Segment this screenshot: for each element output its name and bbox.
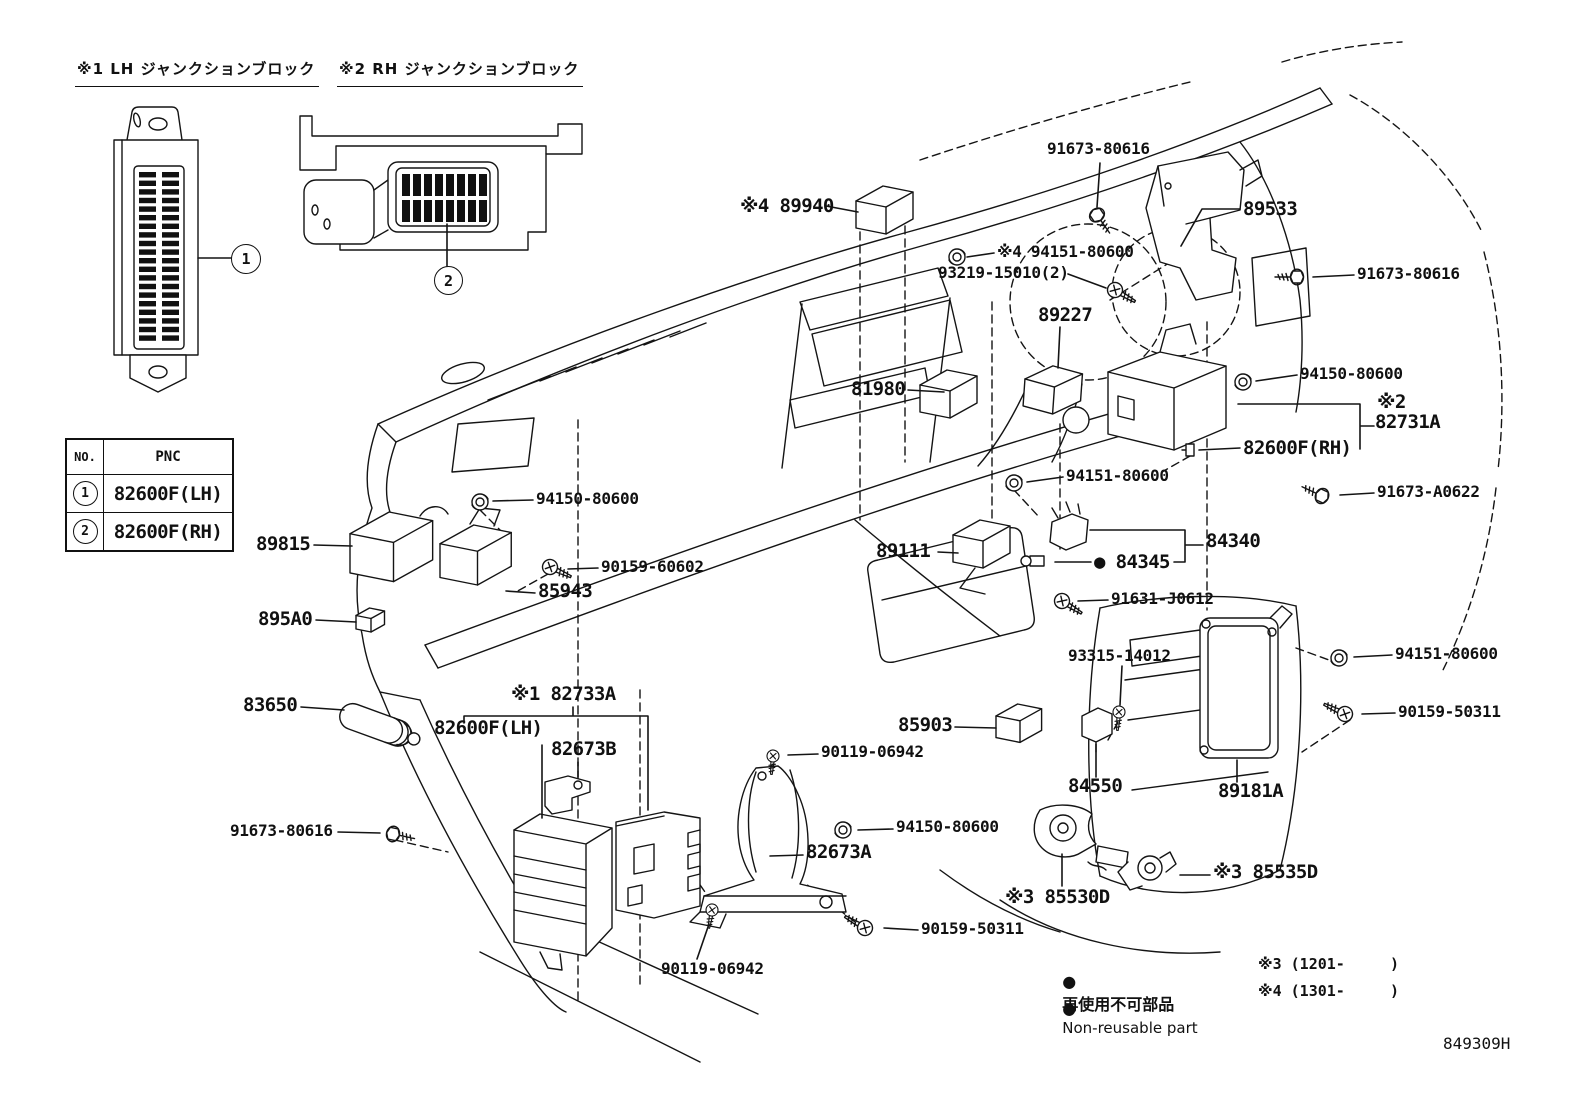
non-reusable-bullet-icon: ● — [1062, 972, 1077, 991]
part-label: 84340 — [1206, 530, 1261, 552]
junction-block-lh-drawing — [113, 106, 199, 393]
screw-icon — [1104, 279, 1140, 309]
legend-row-jp: ● 再使用不可部品 — [1040, 953, 1174, 1034]
part-label: 94150-80600 — [1300, 364, 1403, 383]
part-label: 93315-14012 — [1068, 646, 1171, 665]
screw-icon — [1050, 589, 1087, 621]
part-label: 81980 — [851, 378, 906, 400]
bolt-icon — [1274, 268, 1305, 286]
screw-icon — [1320, 696, 1356, 725]
nut-icon — [1234, 373, 1252, 391]
legend-row-en: ● Non-reusable part — [1040, 980, 1198, 1056]
pnc-value: 82600F(LH) — [113, 482, 223, 505]
part-label: ※4 94151-80600 — [997, 242, 1134, 261]
screw-icon — [840, 909, 876, 939]
nut-icon — [834, 821, 852, 839]
non-reusable-bullet-icon: ● — [1062, 999, 1077, 1018]
nut-icon — [1330, 649, 1348, 667]
part-label: 89533 — [1243, 198, 1298, 220]
part-label: 82673A — [806, 841, 872, 863]
part-label: 90159-50311 — [921, 919, 1024, 938]
part-label: 90119-06942 — [821, 742, 924, 761]
legend-en-text: Non-reusable part — [1062, 1019, 1198, 1037]
diagram-number: 849309H — [1443, 1034, 1511, 1053]
bolt-icon — [1086, 204, 1117, 239]
part-label: ※3 85535D — [1213, 861, 1318, 883]
part-label: 89111 — [876, 540, 931, 562]
part-label: 82673B — [551, 738, 617, 760]
part-label: 82600F(RH) — [1243, 437, 1352, 459]
part-label: ※3 85530D — [1005, 886, 1110, 908]
pnc-table-header: NO. PNC — [67, 440, 232, 474]
part-label: 91673-80616 — [1357, 264, 1460, 283]
part-label: 85903 — [898, 714, 953, 736]
table-row: 2 82600F(RH) — [67, 512, 232, 550]
nut-icon — [1005, 474, 1023, 492]
col-header-no: NO. — [67, 440, 104, 474]
part-label: 82731A — [1375, 411, 1441, 433]
part-label: 94150-80600 — [896, 817, 999, 836]
part-label: 82600F(LH) — [434, 717, 543, 739]
part-label: 90119-06942 — [661, 959, 764, 978]
bolt-icon — [1298, 478, 1332, 507]
part-label: ※4 89940 — [740, 195, 834, 217]
part-label: 90159-60602 — [601, 557, 704, 576]
part-label: 94151-80600 — [1066, 466, 1169, 485]
part-label: ※2 — [1377, 391, 1406, 413]
legend-note-3: ※3 (1201- ) — [1258, 955, 1400, 973]
part-label: 895A0 — [258, 608, 313, 630]
part-label: 91673-80616 — [1047, 139, 1150, 158]
part-label: 85943 — [538, 580, 593, 602]
part-label: ※1 82733A — [511, 683, 616, 705]
pnc-value: 82600F(RH) — [113, 520, 223, 543]
part-label: 89815 — [256, 533, 311, 555]
part-label: 90159-50311 — [1398, 702, 1501, 721]
part-label: ● 84345 — [1094, 551, 1170, 573]
table-row: 1 82600F(LH) — [67, 474, 232, 512]
callout-circle-1: 1 — [231, 244, 261, 274]
part-label: 94151-80600 — [1395, 644, 1498, 663]
nut-icon — [471, 493, 489, 511]
part-label: 94150-80600 — [536, 489, 639, 508]
screw-icon — [1110, 704, 1127, 732]
row-number-badge: 2 — [72, 519, 98, 544]
pnc-table: NO. PNC 1 82600F(LH) 2 82600F(RH) — [65, 438, 234, 552]
title-lh-junction-block: ※1 LH ジャンクションブロック — [75, 58, 320, 87]
leader-lines — [197, 162, 1396, 960]
legend-note-4: ※4 (1301- ) — [1258, 982, 1400, 1000]
callout-circle-2: 2 — [434, 266, 463, 295]
part-label: 89227 — [1038, 304, 1093, 326]
title-rh-junction-block: ※2 RH ジャンクションブロック — [337, 58, 584, 87]
part-label: 93219-15010(2) — [938, 263, 1069, 282]
part-label: 89181A — [1218, 780, 1284, 802]
legend-jp-text: 再使用不可部品 — [1062, 995, 1175, 1014]
part-label: 91673-80616 — [230, 821, 333, 840]
parts-illustrations — [339, 151, 1293, 971]
junction-block-rh-drawing — [299, 115, 583, 251]
part-label: 83650 — [243, 694, 298, 716]
row-number-badge: 1 — [72, 481, 98, 506]
part-label: 84550 — [1068, 775, 1123, 797]
part-label: 91631-J0612 — [1111, 589, 1214, 608]
col-header-pnc: PNC — [155, 449, 181, 465]
part-label: 91673-A0622 — [1377, 482, 1480, 501]
